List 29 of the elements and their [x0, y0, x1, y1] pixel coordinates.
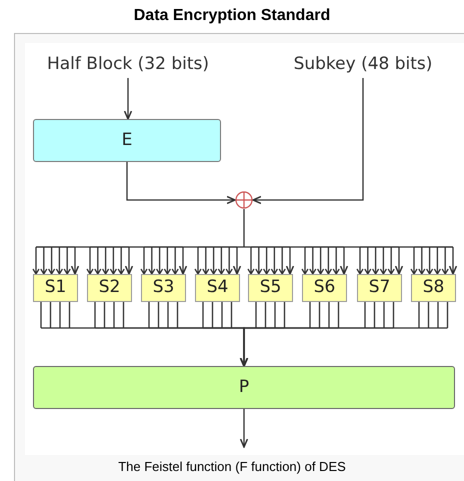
arrow [301, 246, 348, 276]
arrow [247, 246, 294, 276]
arrow [140, 246, 188, 276]
permutation-box: P [33, 366, 455, 409]
s-box: S2 [87, 274, 132, 302]
arrow [240, 301, 448, 367]
arrow [86, 246, 134, 276]
arrow [194, 246, 242, 276]
input-label: Half Block (32 bits) [28, 52, 228, 78]
arrow [252, 78, 364, 204]
arrow [410, 246, 458, 276]
caption: The Feistel function (F function) of DES [117, 458, 347, 476]
xor-symbol [235, 191, 253, 209]
s-box: S5 [248, 274, 293, 302]
input-label: Subkey (48 bits) [268, 52, 458, 78]
s-box: S1 [33, 274, 78, 302]
arrow [240, 409, 248, 448]
s-box: S4 [195, 274, 240, 302]
arrow [126, 162, 236, 204]
s-box: S3 [141, 274, 186, 302]
diagram-title: Data Encryption Standard [132, 6, 332, 26]
expansion-box: E [33, 119, 221, 162]
s-box: S7 [357, 274, 402, 302]
arrow [32, 246, 80, 276]
arrow [356, 246, 404, 276]
s-box: S6 [302, 274, 347, 302]
arrow [35, 208, 454, 248]
arrow [124, 78, 132, 120]
s-box: S8 [411, 274, 456, 302]
